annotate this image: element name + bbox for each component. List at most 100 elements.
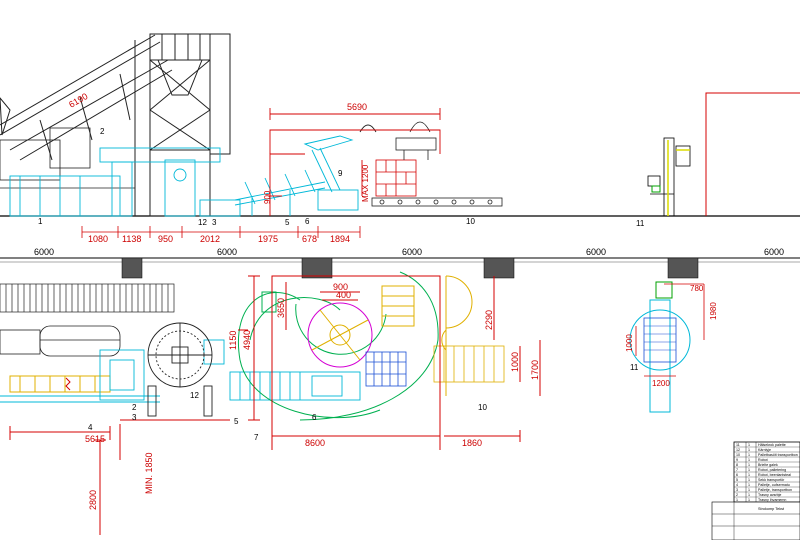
grid-spacing-5: 6000 (764, 247, 784, 257)
dim-1980: 1980 (709, 302, 718, 320)
title-block-project: Strokomp Tekst (758, 507, 785, 511)
plan-item-11: 11 (630, 363, 639, 372)
item-3: 3 (212, 218, 217, 227)
dim-900: 900 (333, 282, 348, 292)
elevation-dimension-labels: 1080 1138 950 2012 1975 678 1894 (88, 234, 350, 244)
palletizing-robot-plan (307, 302, 373, 368)
title-block-item-quantity: 1 (748, 463, 750, 467)
dim-8600: 8600 (305, 438, 325, 448)
dim-3650: 3650 (276, 298, 286, 318)
title-block-item-number: 2 (736, 493, 738, 497)
plan-dimension-labels: 4940 3650 900 400 2290 1000 1700 1150 86… (85, 282, 540, 510)
title-block-item-label: Robot, palletering (758, 468, 786, 472)
title-block-item-number: 11 (736, 443, 740, 447)
title-block-item-quantity: 1 (748, 443, 750, 447)
dim-1138: 1138 (122, 234, 141, 244)
dim-1975: 1975 (258, 234, 278, 244)
bag-conveyor (234, 169, 326, 216)
dim-1000: 1000 (510, 352, 520, 372)
title-block-item-number: 1 (736, 498, 738, 502)
dim-small-900: 900 (263, 190, 272, 204)
dim-min-1850: MIN. 1850 (144, 452, 154, 494)
pallet-conveyor (371, 197, 503, 207)
dim-1080: 1080 (88, 234, 108, 244)
stretch-wrapper-plan (629, 281, 705, 413)
dim-400: 400 (336, 290, 351, 300)
title-block-item-quantity: 1 (748, 488, 750, 492)
item-2: 2 (100, 127, 105, 136)
plan-item-10: 10 (478, 403, 487, 412)
plan-filling-equipment (0, 339, 361, 403)
plan-item-2: 2 (132, 403, 137, 412)
dim-2800: 2800 (88, 490, 98, 510)
title-block-item-number: 3 (736, 488, 738, 492)
rotary-drum (147, 322, 213, 417)
plan-item-7: 7 (254, 433, 259, 442)
elevation-item-numbers: 1 2 3 12 5 6 9 10 11 (38, 127, 645, 228)
title-block-item-label: Kärnlyje (758, 448, 771, 452)
title-block-item-quantity: 1 (748, 473, 750, 477)
bag-machine (0, 127, 135, 189)
title-block-item-quantity: 1 (748, 478, 750, 482)
dim-1200: 1200 (652, 379, 670, 388)
robot-zone (268, 108, 441, 216)
inclined-conveyor (0, 34, 173, 161)
plan-pallet-conveyor (433, 345, 505, 383)
title-block-item-label: Sekk transportör (758, 478, 785, 482)
dim-max-height: MAX 1200 (361, 164, 370, 202)
robot-reach-arcs (238, 271, 439, 421)
dim-2290: 2290 (484, 310, 494, 330)
title-block-item-label: Palletje, oufsermatu (758, 483, 790, 487)
title-block-item-number: 12 (736, 448, 740, 452)
title-block-item-number: 7 (736, 468, 738, 472)
plan-item-numbers: 4 2 3 12 5 6 7 10 11 (88, 363, 639, 442)
dim-950: 950 (158, 234, 173, 244)
plan-item-6: 6 (312, 413, 317, 422)
title-block-item-label: Palletbasöit transportbon (758, 453, 798, 457)
title-block-item-number: 8 (736, 463, 738, 467)
title-block-item-label: Palletje, transportbon (758, 488, 792, 492)
title-block-item-number: 4 (736, 483, 738, 487)
elevation-dimension-row (81, 226, 361, 238)
item-6: 6 (305, 217, 310, 226)
plan-item-3: 3 (132, 413, 137, 422)
filling-machinery (9, 147, 241, 217)
wrapper-plan-dimensions: 780 1980 1000 1200 (625, 284, 718, 388)
title-block-item-number: 10 (736, 453, 740, 457)
title-block-item-quantity: 1 (748, 458, 750, 462)
dim-780: 780 (690, 284, 704, 293)
title-block-item-quantity: 1 (748, 498, 750, 502)
plan-item-5: 5 (234, 417, 239, 426)
dim-1150: 1150 (228, 331, 238, 350)
title-block-item-quantity: 1 (748, 448, 750, 452)
item-5: 5 (285, 218, 290, 227)
dim-678: 678 (302, 234, 317, 244)
dim-5615: 5615 (85, 434, 105, 444)
pallet-stack (375, 159, 417, 197)
item-10: 10 (466, 217, 475, 226)
pallet-grid (365, 351, 407, 387)
item-11: 11 (636, 219, 645, 228)
title-block-item-label: Brielte galek (758, 463, 778, 467)
plan-inclined-conveyor (0, 283, 175, 313)
item-12: 12 (198, 218, 207, 227)
title-block-item-number: 9 (736, 458, 738, 462)
tower-structure (134, 33, 231, 217)
dim-1860: 1860 (462, 438, 482, 448)
wrapper-accent (667, 140, 690, 216)
dim-1700: 1700 (530, 360, 540, 380)
column-grid: 6000 6000 6000 6000 6000 (0, 247, 800, 279)
grid-spacing-4: 6000 (586, 247, 606, 257)
title-block-item-quantity: 1 (748, 493, 750, 497)
title-block-item-label: Robot, beenlantsteal (758, 473, 791, 477)
grid-spacing-3: 6000 (402, 247, 422, 257)
plan-item-12: 12 (190, 391, 199, 400)
title-block-item-label: Trasny avsrbje (758, 493, 781, 497)
dim-1000-wrapper: 1000 (625, 334, 634, 352)
title-block-item-quantity: 1 (748, 483, 750, 487)
title-block-item-number: 5 (736, 478, 738, 482)
dim-4940: 4940 (242, 330, 252, 350)
pallet-dispenser (395, 121, 437, 160)
plan-bag-machine (0, 325, 121, 357)
